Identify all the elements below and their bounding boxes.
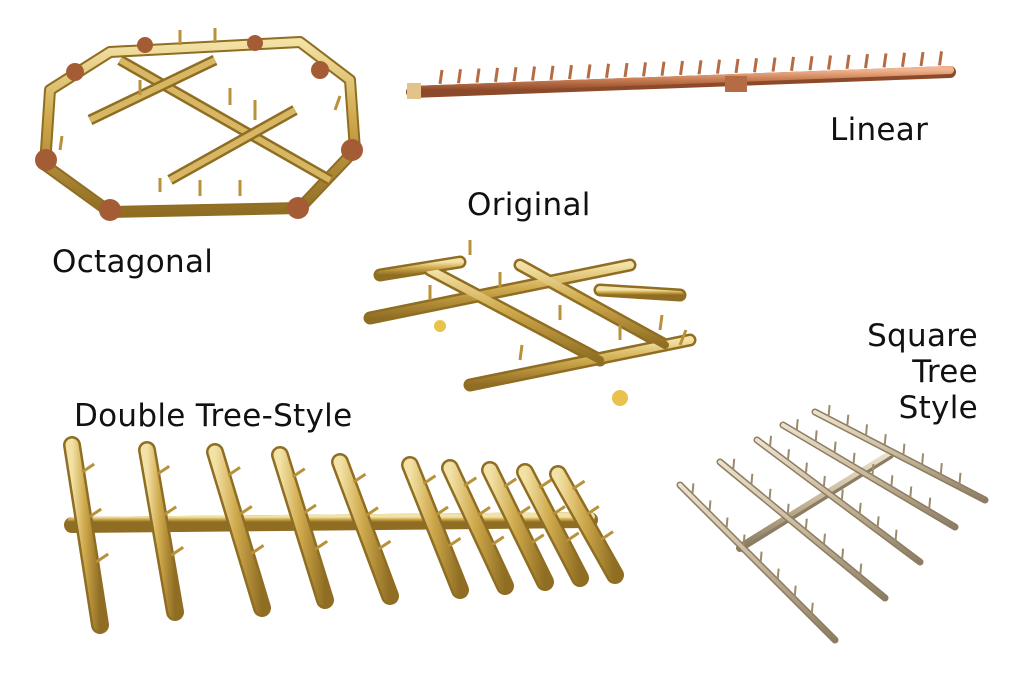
octagonal-burner-image [35, 28, 363, 221]
square-tree-style-label: Square Tree Style [858, 318, 978, 426]
square-tree-style-label-line-1: Square [867, 318, 978, 354]
linear-label: Linear [830, 112, 929, 148]
double-tree-style-label: Double Tree-Style [74, 398, 353, 434]
linear-burner-image [406, 51, 956, 99]
original-label: Original [467, 187, 591, 223]
original-burner-image [363, 240, 697, 406]
double-tree-burner-image [63, 436, 624, 634]
octagonal-label: Octagonal [52, 244, 214, 280]
square-tree-burner-image [676, 404, 989, 644]
square-tree-style-label-line-3: Style [898, 390, 978, 426]
square-tree-style-label-line-2: Tree [912, 354, 978, 390]
